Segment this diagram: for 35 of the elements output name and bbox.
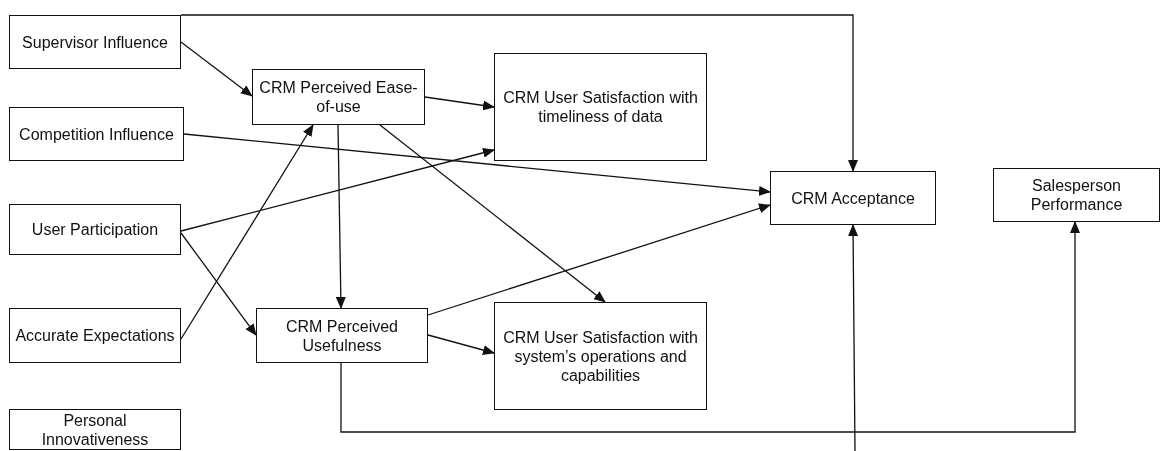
construct-box [9, 107, 184, 161]
arrow [335, 124, 346, 309]
construct-box [252, 69, 425, 125]
arrow [183, 133, 771, 196]
arrow [427, 334, 495, 355]
construct-label: CRM User Satisfaction with system’s operations and capabilities [502, 327, 699, 385]
arrow [848, 224, 859, 451]
construct-box [9, 308, 181, 363]
construct-box [770, 171, 936, 225]
construct-label: Salesperson Performance [1029, 176, 1124, 214]
construct-box [9, 15, 181, 69]
construct-label: CRM Acceptance [790, 188, 916, 208]
construct-label: User Participation [30, 220, 160, 239]
construct-box [9, 204, 181, 255]
arrow [424, 96, 495, 111]
arrow [180, 147, 495, 232]
construct-label: CRM Perceived Ease-of-use [258, 78, 419, 116]
construct-label: Competition Influence [18, 124, 175, 144]
construct-label: Accurate Expectations [14, 326, 176, 345]
construct-label: Personal Innovativeness [40, 410, 150, 449]
arrow [180, 232, 257, 336]
construct-label: CRM User Satisfaction with timeliness of data [502, 88, 699, 126]
construct-box [9, 409, 181, 450]
construct-box [494, 302, 707, 410]
arrow [180, 124, 314, 340]
arrow [379, 124, 606, 303]
construct-label: CRM Perceived Usefulness [285, 316, 399, 355]
arrow [180, 14, 858, 172]
construct-box [494, 53, 707, 161]
construct-box [256, 308, 428, 363]
arrow [427, 203, 771, 316]
construct-box [993, 168, 1160, 222]
construct-label: Supervisor Influence [21, 32, 169, 52]
arrow [340, 221, 1080, 433]
arrow [180, 41, 253, 97]
